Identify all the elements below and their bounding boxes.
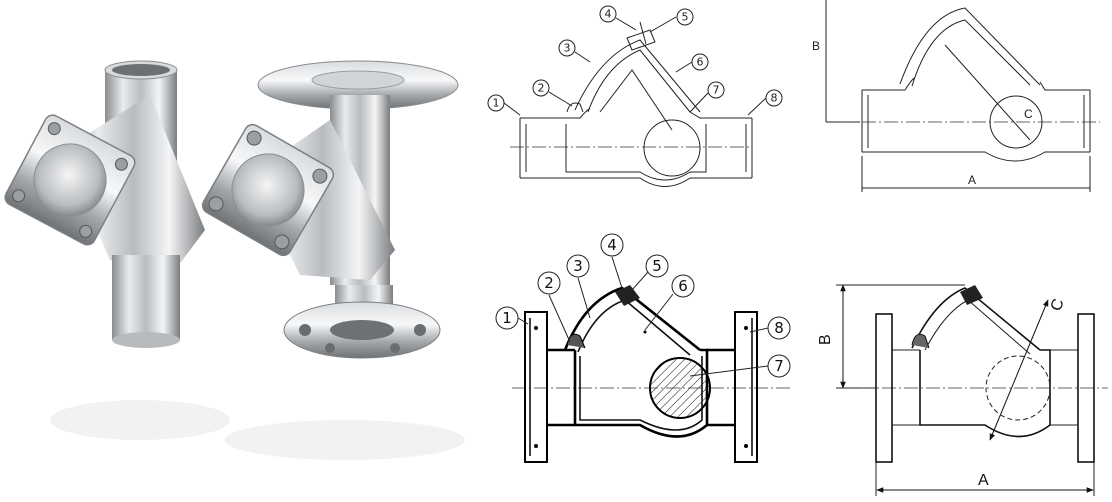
svg-text:8: 8 xyxy=(774,319,784,337)
top-callouts: 1 2 3 4 5 6 7 xyxy=(487,5,783,116)
callout-2: 2 xyxy=(537,271,571,343)
flanged-y-strainer-photo xyxy=(201,60,465,460)
callout-6: 6 xyxy=(644,274,695,331)
svg-text:6: 6 xyxy=(678,277,688,295)
top-dimension-drawing: B C A xyxy=(812,0,1100,192)
callout-5: 5 xyxy=(649,8,694,33)
svg-text:3: 3 xyxy=(573,257,583,275)
svg-text:3: 3 xyxy=(564,42,571,55)
callout-5: 5 xyxy=(631,254,669,291)
callout-7: 7 xyxy=(689,81,725,113)
dim-b-label: B xyxy=(812,39,820,53)
callout-2: 2 xyxy=(532,79,573,107)
svg-text:5: 5 xyxy=(682,11,689,24)
callout-6: 6 xyxy=(675,53,709,73)
callout-1: 1 xyxy=(495,306,529,330)
bottom-callouts: 1 2 3 4 5 6 7 xyxy=(495,233,791,378)
callout-4: 4 xyxy=(599,5,637,31)
dim-c-label-bottom: C xyxy=(1048,297,1068,314)
dim-a-label-top: A xyxy=(968,173,976,187)
callout-1: 1 xyxy=(487,94,521,116)
svg-text:1: 1 xyxy=(493,97,500,110)
svg-text:4: 4 xyxy=(607,236,617,254)
svg-text:2: 2 xyxy=(544,274,554,292)
callout-4: 4 xyxy=(600,233,624,289)
svg-text:6: 6 xyxy=(697,56,704,69)
dim-c-label-top: C xyxy=(1024,107,1033,121)
dim-a-label-bottom: A xyxy=(978,472,989,489)
svg-text:8: 8 xyxy=(771,92,778,105)
threaded-y-strainer-photo xyxy=(4,60,230,440)
bottom-section-drawing xyxy=(512,285,790,463)
svg-text:5: 5 xyxy=(652,257,662,275)
svg-text:1: 1 xyxy=(502,309,512,327)
top-section-drawing xyxy=(510,21,753,187)
dim-b-label: B xyxy=(817,334,834,345)
svg-text:7: 7 xyxy=(774,357,784,375)
callout-3: 3 xyxy=(558,39,591,63)
callout-8: 8 xyxy=(747,89,783,116)
svg-text:7: 7 xyxy=(713,84,720,97)
bottom-dimension-drawing: B C A xyxy=(817,284,1108,496)
svg-text:4: 4 xyxy=(605,8,612,21)
callout-7: 7 xyxy=(689,354,791,378)
callout-3: 3 xyxy=(566,254,591,319)
svg-text:2: 2 xyxy=(538,82,545,95)
callout-8: 8 xyxy=(749,316,791,340)
